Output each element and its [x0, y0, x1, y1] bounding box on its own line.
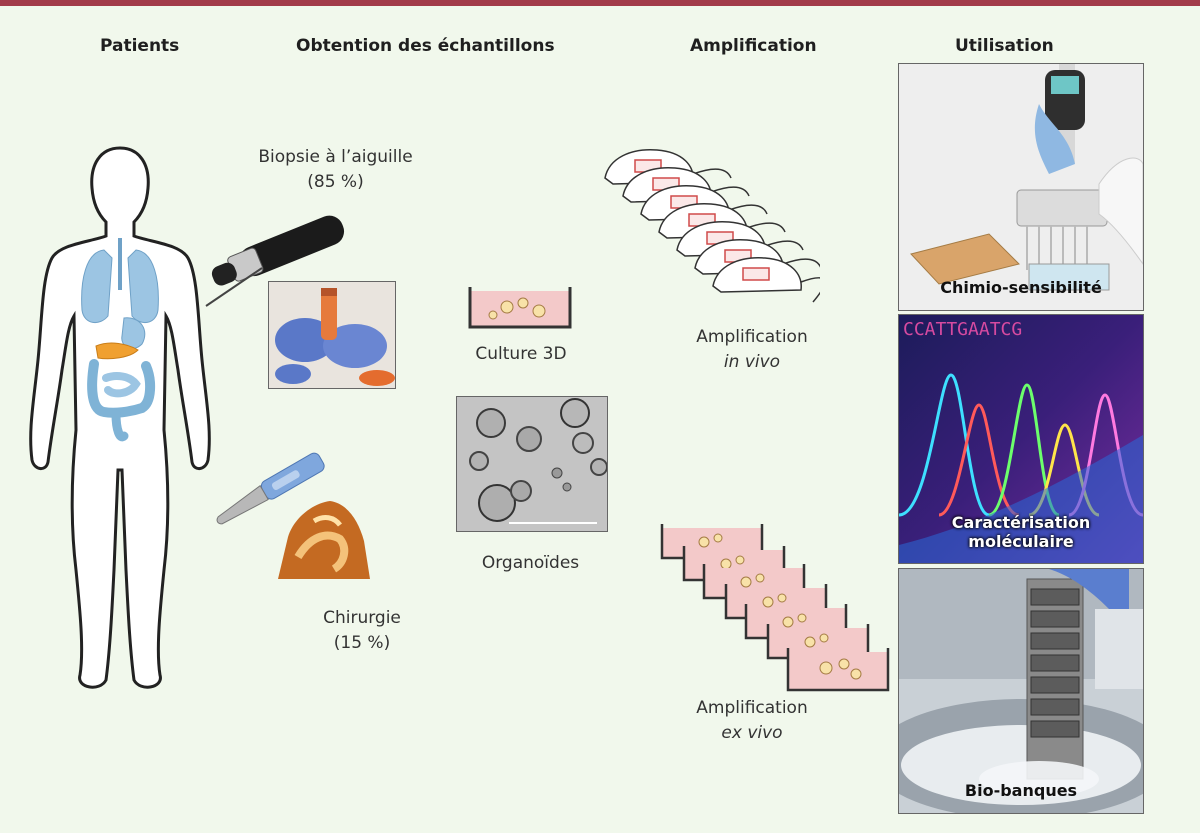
header-patients: Patients [100, 36, 180, 56]
biopsy-label-line1: Biopsie à l’aiguille [258, 147, 413, 167]
molecular-characterization-photo: CCATTGAATCG Caractérisation moléculaire [898, 314, 1144, 564]
ex-vivo-label-line1: Amplification [696, 698, 808, 718]
surgery-tissue-photo [278, 501, 370, 579]
human-body-illustration [29, 146, 211, 689]
culture-3d-label: Culture 3D [475, 344, 567, 364]
caracterisation-caption: Caractérisation moléculaire [899, 513, 1143, 551]
chemosensitivity-photo: Chimio-sensibilité [898, 63, 1144, 311]
culture-3d-dish-icon [468, 287, 572, 329]
caracterisation-caption-line1: Caractérisation [951, 513, 1091, 532]
chirurgie-label-line1: Chirurgie [323, 608, 401, 628]
in-vivo-label: Amplification in vivo [682, 325, 822, 375]
pancreas-organ [95, 342, 139, 360]
dishes-ex-vivo-icon [660, 524, 890, 692]
chirurgie-label-line2: (15 %) [333, 633, 391, 653]
in-vivo-label-line1: Amplification [696, 327, 808, 347]
lungs-organ [81, 249, 113, 323]
biobanques-caption: Bio-banques [964, 781, 1078, 800]
organoides-label: Organoïdes [481, 553, 580, 573]
biobank-photo: Bio-banques [898, 568, 1144, 814]
ex-vivo-label: Amplification ex vivo [682, 696, 822, 746]
header-utilisation: Utilisation [955, 36, 1054, 56]
top-accent-bar [0, 0, 1200, 6]
header-amplification: Amplification [690, 36, 817, 56]
organoids-micrograph [456, 396, 608, 532]
biopsy-sample-photo [268, 281, 396, 389]
caracterisation-caption-line2: moléculaire [968, 532, 1074, 551]
in-vivo-label-line2: in vivo [723, 352, 781, 372]
svg-text:CCATTGAATCG: CCATTGAATCG [903, 319, 1022, 340]
chirurgie-label: Chirurgie (15 %) [312, 606, 412, 656]
biopsy-label-line2: (85 %) [307, 172, 364, 192]
mice-in-vivo-icon [604, 149, 820, 303]
biopsy-needle-icon [205, 215, 345, 307]
header-obtention: Obtention des échantillons [296, 36, 555, 56]
scalpel-icon [216, 452, 325, 525]
chimio-caption: Chimio-sensibilité [940, 278, 1102, 297]
biopsy-label: Biopsie à l’aiguille (85 %) [253, 145, 418, 195]
ex-vivo-label-line2: ex vivo [721, 723, 783, 743]
